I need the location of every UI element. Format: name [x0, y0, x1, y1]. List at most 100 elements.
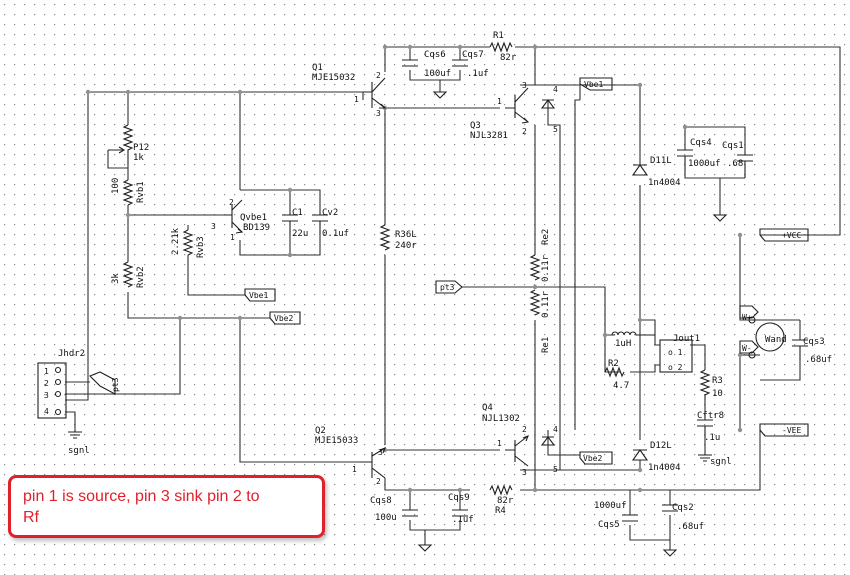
svg-text:R3: R3: [712, 376, 723, 386]
net-flag-vcc[interactable]: +VCC: [759, 228, 809, 242]
svg-text:2: 2: [522, 127, 527, 136]
transistor-q2[interactable]: Q2 MJE15033 1 3 2: [315, 426, 386, 486]
svg-text:5: 5: [553, 465, 558, 474]
svg-text:Jhdr2: Jhdr2: [58, 349, 85, 359]
resistor-rvb3[interactable]: 2.21k Rvb3: [171, 227, 206, 258]
svg-text:Jout1: Jout1: [673, 334, 700, 344]
inductor-l1[interactable]: 1uH: [611, 331, 655, 349]
capacitor-cqs3[interactable]: Cqs3 .68uf: [792, 337, 832, 365]
net-flag-vbe1-top[interactable]: Vbe1: [579, 77, 613, 91]
svg-text:Rvb2: Rvb2: [136, 266, 146, 288]
resistor-re2[interactable]: 0.11r Re2: [529, 229, 551, 282]
capacitor-cftr8[interactable]: Cftr8 .1u: [697, 411, 724, 443]
svg-text:R4: R4: [495, 506, 506, 516]
net-flag-pt3-input[interactable]: pt3: [435, 280, 463, 294]
ground-label-sgnl-1: sgnl: [68, 446, 90, 456]
capacitor-cqs6[interactable]: Cqs6 100uf: [402, 50, 451, 79]
transistor-q4[interactable]: Q4 NJL1302 1 2 3: [482, 403, 529, 477]
svg-text:Cqs6: Cqs6: [424, 50, 446, 60]
svg-text:R1: R1: [493, 31, 504, 41]
svg-text:5: 5: [553, 125, 558, 134]
net-flag-w-minus[interactable]: W-: [739, 340, 759, 354]
svg-text:pt3: pt3: [440, 283, 455, 292]
svg-text:.68uf: .68uf: [805, 355, 832, 365]
diode-d12l[interactable]: D12L 1n4004: [631, 441, 681, 473]
capacitor-cqs1[interactable]: Cqs1 .68: [722, 141, 753, 178]
resistor-rvb2[interactable]: 3k Rvb2: [111, 261, 146, 288]
resistor-r2[interactable]: R2 4.7: [604, 359, 629, 391]
capacitor-cqs2[interactable]: Cqs2 .68uf: [662, 503, 704, 532]
svg-text:3: 3: [378, 448, 383, 457]
diode-d11l[interactable]: D11L 1n4004: [631, 156, 681, 188]
svg-text:W+: W+: [742, 313, 752, 322]
svg-text:o 1: o 1: [668, 348, 683, 357]
junction-dots: [85, 44, 743, 493]
svg-text:Vbe2: Vbe2: [583, 454, 602, 463]
transistor-qvbe1[interactable]: Qvbe1 BD139 3 2 1: [211, 198, 270, 242]
svg-text:Q3: Q3: [470, 121, 481, 131]
svg-text:D11L: D11L: [650, 156, 672, 166]
capacitor-cqs5[interactable]: 1000uf Cqs5: [594, 501, 638, 530]
svg-text:.1uf: .1uf: [467, 69, 489, 79]
svg-text:1000uf: 1000uf: [688, 159, 721, 169]
connector-jhdr2[interactable]: Jhdr2 1 2 3 4: [37, 349, 85, 419]
svg-text:Re2: Re2: [541, 229, 551, 245]
net-flag-w-plus[interactable]: W+: [739, 305, 759, 322]
svg-text:Cqs7: Cqs7: [462, 50, 484, 60]
diode-q3-bias[interactable]: 4 5: [540, 85, 558, 134]
svg-text:3: 3: [44, 391, 49, 400]
svg-text:1: 1: [497, 439, 502, 448]
svg-text:3: 3: [522, 81, 527, 90]
capacitor-cqs7[interactable]: Cqs7 .1uf: [452, 50, 489, 79]
svg-text:2: 2: [229, 198, 234, 207]
transistor-q3[interactable]: Q3 NJL3281 1 3 2: [470, 81, 530, 141]
annotation-note: pin 1 is source, pin 3 sink pin 2 to Rf: [8, 475, 325, 538]
svg-text:100uf: 100uf: [424, 69, 451, 79]
net-flag-vbe2-bottom[interactable]: Vbe2: [579, 451, 613, 465]
svg-text:1n4004: 1n4004: [648, 463, 681, 473]
svg-text:1: 1: [44, 367, 49, 376]
annotation-line-1: pin 1 is source, pin 3 sink pin 2 to: [23, 488, 260, 505]
svg-text:82r: 82r: [500, 53, 517, 63]
svg-text:Rvb3: Rvb3: [196, 236, 206, 258]
resistor-re1[interactable]: 0.11r Re1: [529, 289, 551, 353]
resistor-r4[interactable]: 82r R4: [489, 484, 514, 516]
svg-text:NJL3281: NJL3281: [470, 131, 508, 141]
svg-text:1uH: 1uH: [615, 339, 631, 349]
capacitor-cqs8[interactable]: Cqs8 100u: [370, 496, 418, 523]
capacitor-cqs9[interactable]: Cqs9 .1uf: [448, 493, 474, 525]
svg-text:MJE15033: MJE15033: [315, 436, 358, 446]
net-flag-vbe2-mid[interactable]: Vbe2: [269, 311, 301, 325]
svg-text:P12: P12: [133, 143, 149, 153]
svg-text:4: 4: [44, 407, 49, 416]
capacitor-cv2[interactable]: Cv2 0.1uf: [312, 208, 349, 239]
resistor-r3[interactable]: R3 10: [699, 369, 723, 400]
capacitor-c1[interactable]: C1 22u: [282, 208, 308, 239]
svg-text:Wand: Wand: [765, 335, 787, 345]
potentiometer-p12[interactable]: P12 1k: [108, 124, 149, 165]
connector-wand[interactable]: Wand: [748, 316, 787, 359]
svg-text:2: 2: [376, 477, 381, 486]
resistor-rvb1[interactable]: 100 Rvb1: [111, 178, 146, 206]
net-flag-vee[interactable]: -VEE: [759, 423, 809, 437]
resistor-r36l[interactable]: R36L 240r: [379, 224, 417, 251]
svg-text:1n4004: 1n4004: [648, 178, 681, 188]
svg-text:Cqs5: Cqs5: [598, 520, 620, 530]
svg-text:1k: 1k: [133, 153, 144, 163]
capacitor-cqs4[interactable]: Cqs4 1000uf: [677, 138, 721, 172]
svg-text:2: 2: [44, 379, 49, 388]
annotation-line-2: Rf: [23, 509, 39, 526]
connector-jout1[interactable]: Jout1 o 1 o 2: [659, 334, 700, 373]
diode-q4-bias[interactable]: 4 5: [540, 425, 558, 474]
svg-text:Qvbe1: Qvbe1: [240, 213, 267, 223]
resistor-r1[interactable]: R1 82r: [489, 31, 517, 63]
transistor-q1[interactable]: Q1 MJE15032 1 2 3: [312, 63, 387, 118]
svg-text:Cqs2: Cqs2: [672, 503, 694, 513]
net-flag-pt3-header[interactable]: pt3: [89, 371, 120, 395]
wires: [65, 46, 841, 550]
net-flag-vbe1-mid[interactable]: Vbe1: [244, 288, 276, 302]
svg-text:100u: 100u: [375, 513, 397, 523]
svg-text:Q4: Q4: [482, 403, 493, 413]
svg-text:Cv2: Cv2: [322, 208, 338, 218]
svg-text:4: 4: [553, 425, 558, 434]
